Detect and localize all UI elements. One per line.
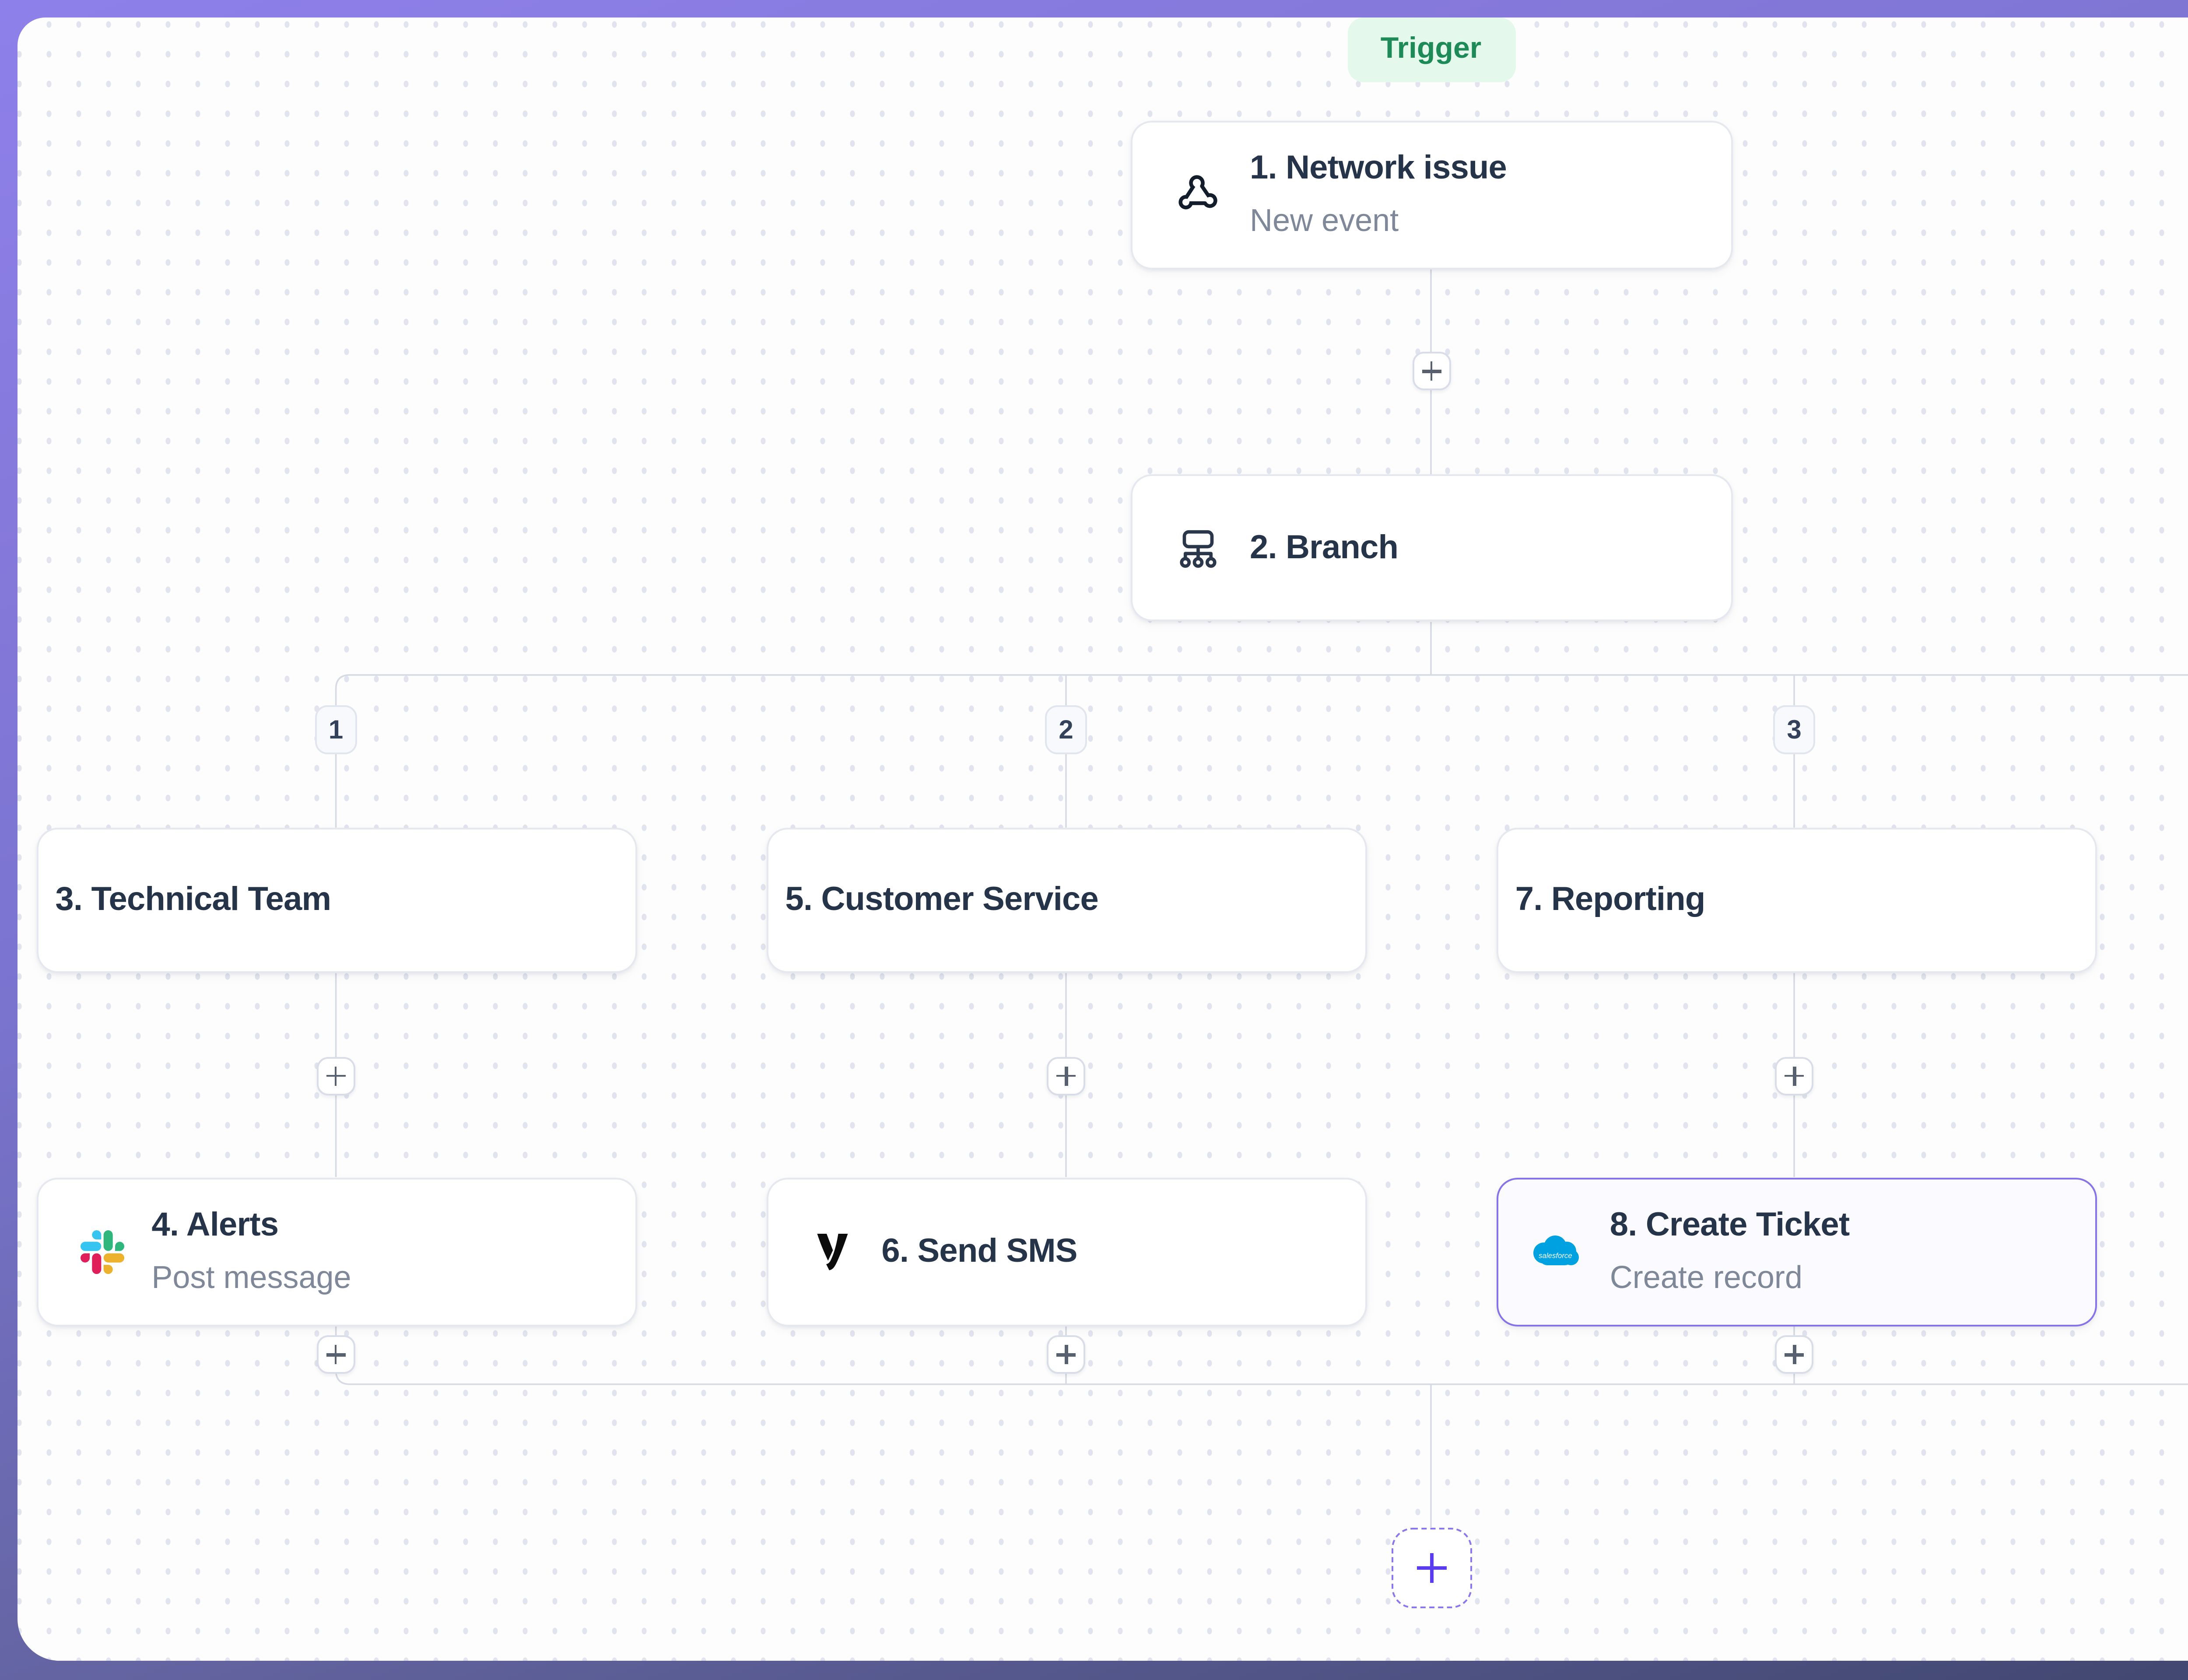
node-card-branch[interactable]: 2. Branch <box>1131 474 1733 622</box>
add-step-button[interactable] <box>1775 1336 1813 1375</box>
slack-icon <box>80 1229 124 1274</box>
node-card-create-ticket[interactable]: salesforce 8. Create Ticket Create recor… <box>1496 1177 2098 1326</box>
node-subtitle: New event <box>1250 203 1399 238</box>
node-card-network-issue[interactable]: 1. Network issue New event <box>1131 120 1733 269</box>
svg-text:salesforce: salesforce <box>1538 1252 1571 1260</box>
node-subtitle: Create record <box>1609 1260 1802 1295</box>
node-title: 1. Network issue <box>1250 150 1507 187</box>
node-title: 8. Create Ticket <box>1609 1208 1850 1245</box>
branch-label-1: 1 <box>315 706 357 754</box>
add-step-button[interactable] <box>1412 352 1450 391</box>
node-title: 2. Branch <box>1250 529 1399 567</box>
node-card-alerts[interactable]: 4. Alerts Post message <box>36 1177 638 1326</box>
add-step-button[interactable] <box>1047 1057 1085 1096</box>
workflow-canvas[interactable]: Trigger 1. Network issue New event <box>17 17 2188 1661</box>
add-step-button[interactable] <box>1775 1057 1813 1096</box>
node-title: 7. Reporting <box>1515 882 1706 919</box>
node-title: 5. Customer Service <box>785 882 1098 919</box>
node-card-customer-service[interactable]: 5. Customer Service <box>766 827 1368 973</box>
add-step-button[interactable] <box>316 1336 355 1375</box>
node-subtitle: Post message <box>151 1260 351 1295</box>
node-card-send-sms[interactable]: 6. Send SMS <box>766 1177 1368 1326</box>
vonage-icon <box>810 1233 853 1270</box>
add-final-step-button[interactable] <box>1391 1527 1471 1608</box>
node-card-reporting[interactable]: 7. Reporting <box>1496 827 2098 973</box>
node-title: 3. Technical Team <box>55 882 331 919</box>
branch-icon <box>1175 525 1222 572</box>
branch-label-2: 2 <box>1045 706 1087 754</box>
add-step-button[interactable] <box>1047 1336 1085 1375</box>
node-card-technical-team[interactable]: 3. Technical Team <box>36 827 638 973</box>
add-step-button[interactable] <box>316 1057 355 1096</box>
trigger-badge: Trigger <box>1347 17 1515 82</box>
branch-label-3: 3 <box>1773 706 1815 754</box>
webhook-icon <box>1175 171 1222 218</box>
salesforce-icon: salesforce <box>1529 1232 1582 1271</box>
node-title: 6. Send SMS <box>881 1233 1077 1270</box>
node-title: 4. Alerts <box>151 1208 279 1245</box>
